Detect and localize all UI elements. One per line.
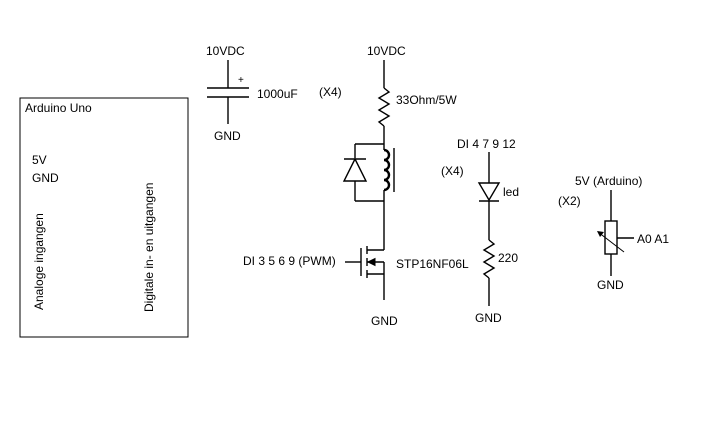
led-ground-label: GND [475, 311, 502, 325]
potentiometer-symbol [604, 220, 618, 255]
arduino-gnd-pin: GND [32, 171, 59, 185]
coil-ground-label: GND [371, 314, 398, 328]
resistor-33ohm-symbol [377, 87, 391, 127]
resistor-220-label: 220 [498, 251, 518, 265]
pot-ground-label: GND [597, 278, 624, 292]
led-count-label: (X4) [441, 164, 464, 178]
potentiometer-circuit: 5V (Arduino) (X2) A0 A1 GND [558, 174, 669, 292]
flyback-diode-symbol [342, 157, 368, 182]
coil-count-label: (X4) [319, 85, 342, 99]
capacitor-circuit: 10VDC + 1000uF GND [206, 44, 298, 143]
coil-supply-label: 10VDC [367, 44, 406, 58]
pot-count-label: (X2) [558, 194, 581, 208]
capacitor-polarity-mark: + [238, 75, 244, 86]
led-label: led [503, 185, 519, 199]
pot-output-label: A0 A1 [637, 232, 669, 246]
pot-arrow-head [597, 231, 604, 237]
digital-io-label: Digitale in- en uitgangen [142, 183, 156, 312]
pot-wiper-arrow [597, 231, 625, 253]
led-input-label: DI 4 7 9 12 [457, 137, 516, 151]
capacitor-value-label: 1000uF [257, 87, 298, 101]
arduino-uno-block: Arduino Uno 5V GND Analoge ingangen Digi… [19, 97, 189, 338]
arduino-outline [19, 97, 189, 338]
resistor-220-symbol [482, 239, 496, 279]
arduino-title: Arduino Uno [25, 101, 92, 115]
mosfet-arrow [366, 257, 376, 267]
pot-supply-label: 5V (Arduino) [575, 174, 642, 188]
capacitor-supply-label: 10VDC [206, 44, 245, 58]
gate-input-label: DI 3 5 6 9 (PWM) [243, 254, 336, 268]
capacitor-ground-label: GND [214, 129, 241, 143]
coil-driver-circuit: (X4) 10VDC 33Ohm/5W DI 3 5 6 9 (PWM) ST [243, 44, 469, 328]
mosfet-part-label: STP16NF06L [396, 257, 469, 271]
arduino-5v-pin: 5V [32, 153, 47, 167]
analog-inputs-label: Analoge ingangen [32, 213, 46, 310]
led-circuit: DI 4 7 9 12 (X4) led 220 GND [441, 137, 519, 325]
resistor-33ohm-label: 33Ohm/5W [396, 93, 457, 107]
led-symbol [477, 182, 501, 202]
coil-inductor-symbol [383, 148, 391, 192]
